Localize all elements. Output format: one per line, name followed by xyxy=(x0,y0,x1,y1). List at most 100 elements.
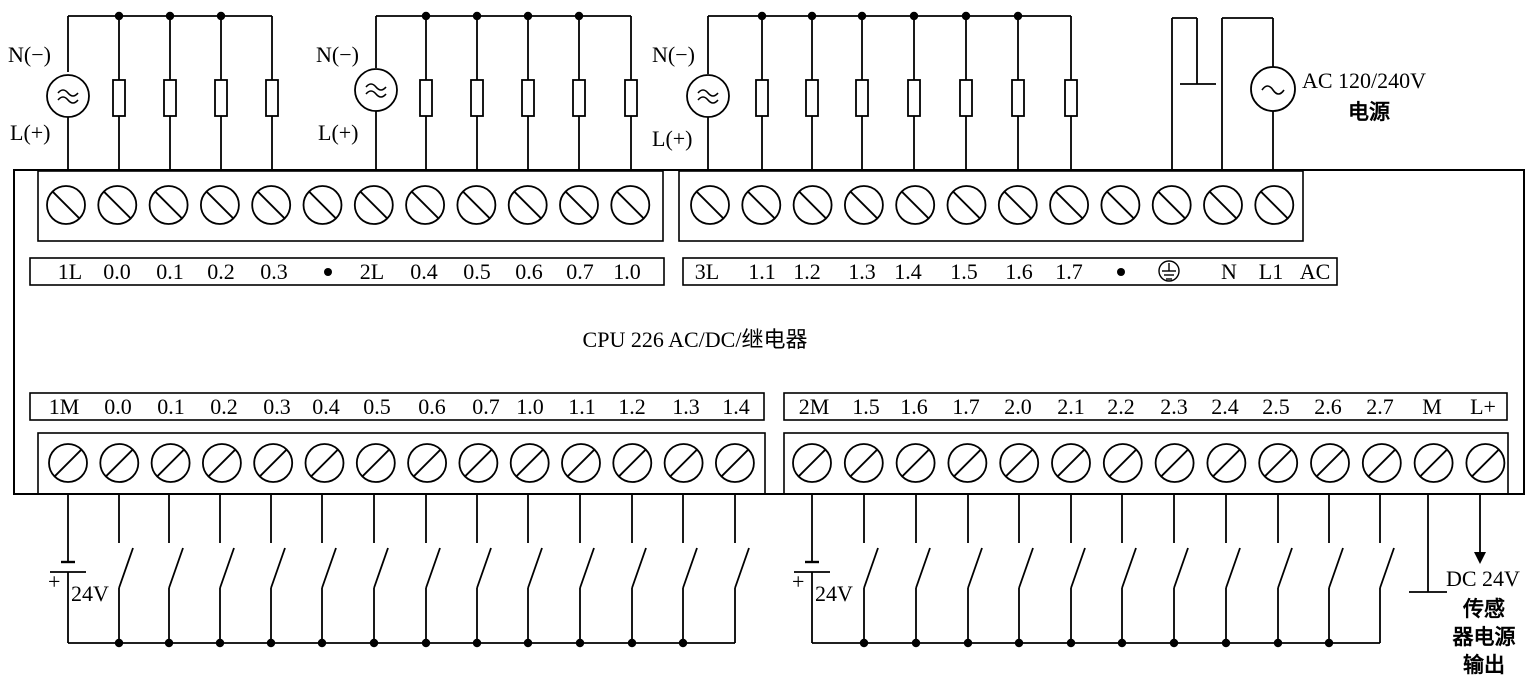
input-label: 1.2 xyxy=(618,394,646,419)
junction-dot xyxy=(1066,638,1076,648)
battery-icon xyxy=(50,494,86,643)
load-source-3-pos-label: L(+) xyxy=(652,126,693,151)
terminal-screw-icon xyxy=(947,443,988,483)
junction-dot xyxy=(678,638,688,648)
junction-dot xyxy=(421,638,431,648)
load-source-3-neg-label: N(−) xyxy=(652,42,695,67)
input-label: 1.7 xyxy=(952,394,980,419)
load-resistor-icon xyxy=(470,16,484,170)
terminal-screw-icon xyxy=(1102,443,1143,483)
ac-source-icon xyxy=(46,74,90,118)
terminal-screw-icon xyxy=(612,443,653,483)
plc-module-body xyxy=(13,169,1525,495)
output-wiring xyxy=(46,11,1296,170)
terminal-screw-icon xyxy=(1151,185,1192,225)
input-label: 1.1 xyxy=(568,394,596,419)
switch-contact-icon xyxy=(219,494,235,643)
terminal-screw-icon xyxy=(946,185,987,225)
input-label-strip-right xyxy=(783,392,1508,421)
input-label: 0.1 xyxy=(157,394,185,419)
load-resistor-icon xyxy=(521,16,535,170)
terminal-screw-icon xyxy=(407,443,448,483)
junction-dot xyxy=(857,11,867,21)
terminal-screw-icon xyxy=(304,443,345,483)
output-label: 1.7 xyxy=(1055,259,1083,284)
junction-dot xyxy=(114,638,124,648)
switch-contact-icon xyxy=(967,494,983,643)
load-resistor-icon xyxy=(112,16,126,170)
output-label: 0.3 xyxy=(260,259,288,284)
terminal-screw-icon xyxy=(201,443,242,483)
input-label: 1.3 xyxy=(672,394,700,419)
output-label xyxy=(1117,268,1125,276)
terminal-screw-icon xyxy=(355,443,396,483)
switch-contact-icon xyxy=(1277,494,1293,643)
terminal-screw-icon xyxy=(1258,443,1299,483)
input-label: 1.5 xyxy=(852,394,880,419)
sensor-output-caption-3: 输出 xyxy=(1463,653,1505,677)
terminal-screw-icon xyxy=(456,185,497,225)
output-label: 0.6 xyxy=(515,259,543,284)
output-label: 1.0 xyxy=(613,259,641,284)
switch-contact-icon xyxy=(1018,494,1034,643)
sensor-output-caption-2: 器电源 xyxy=(1452,625,1516,649)
output-label: 0.1 xyxy=(156,259,184,284)
switch-contact-icon xyxy=(734,494,750,643)
load-source-2-neg-label: N(−) xyxy=(316,42,359,67)
output-label-strip-left xyxy=(29,257,665,286)
output-label: 0.4 xyxy=(410,259,438,284)
terminal-screw-icon xyxy=(1413,443,1454,483)
input-label: 0.3 xyxy=(263,394,291,419)
terminal-screw-icon xyxy=(997,185,1038,225)
output-label: 0.2 xyxy=(207,259,235,284)
terminal-screw-icon xyxy=(561,443,601,483)
switch-contact-icon xyxy=(118,494,134,643)
input-label: M xyxy=(1422,394,1442,419)
load-resistor-icon xyxy=(419,16,433,170)
junction-dot xyxy=(961,11,971,21)
load-resistor-icon xyxy=(572,16,586,170)
junction-dot xyxy=(1013,11,1023,21)
terminal-screw-icon xyxy=(1465,443,1506,483)
switch-contact-icon xyxy=(425,494,441,643)
output-label: 1.4 xyxy=(894,259,922,284)
ac-source-icon xyxy=(1250,66,1296,112)
load-resistor-icon xyxy=(855,16,869,170)
dc-supply-2-plus: + xyxy=(792,569,804,594)
switch-contact-icon xyxy=(682,494,698,643)
junction-dot xyxy=(317,638,327,648)
junction-dot xyxy=(215,638,225,648)
terminal-screw-icon xyxy=(610,185,651,225)
sensor-output-caption-1: 传感 xyxy=(1462,597,1505,621)
input-label: 2.2 xyxy=(1107,394,1135,419)
input-label: 2.4 xyxy=(1211,394,1239,419)
switch-contact-icon xyxy=(476,494,492,643)
junction-dot xyxy=(421,11,431,21)
terminal-screw-icon xyxy=(1051,443,1091,483)
terminal-screw-icon xyxy=(844,185,884,225)
junction-dot xyxy=(472,11,482,21)
load-resistor-icon xyxy=(624,16,638,170)
terminal-screw-icon xyxy=(150,443,191,483)
dc-supply-1-voltage: 24V xyxy=(71,581,109,606)
sensor-output-voltage: DC 24V xyxy=(1446,566,1520,591)
input-label: 0.7 xyxy=(472,394,500,419)
input-label: L+ xyxy=(1470,394,1496,419)
load-resistor-icon xyxy=(265,16,279,170)
junction-dot xyxy=(1117,638,1127,648)
terminal-screw-icon xyxy=(895,443,936,483)
junction-dot xyxy=(757,11,767,21)
load-source-1-neg-label: N(−) xyxy=(8,42,51,67)
input-terminals xyxy=(48,443,1506,483)
switch-contact-icon xyxy=(321,494,337,643)
input-label: 0.0 xyxy=(104,394,132,419)
output-label: 1.6 xyxy=(1005,259,1033,284)
junction-dot xyxy=(859,638,869,648)
output-label: L1 xyxy=(1259,259,1283,284)
terminal-screw-icon xyxy=(559,185,599,225)
dc-supply-1-plus: + xyxy=(48,569,60,594)
switch-contact-icon xyxy=(270,494,286,643)
input-label-strip-left xyxy=(29,392,765,421)
